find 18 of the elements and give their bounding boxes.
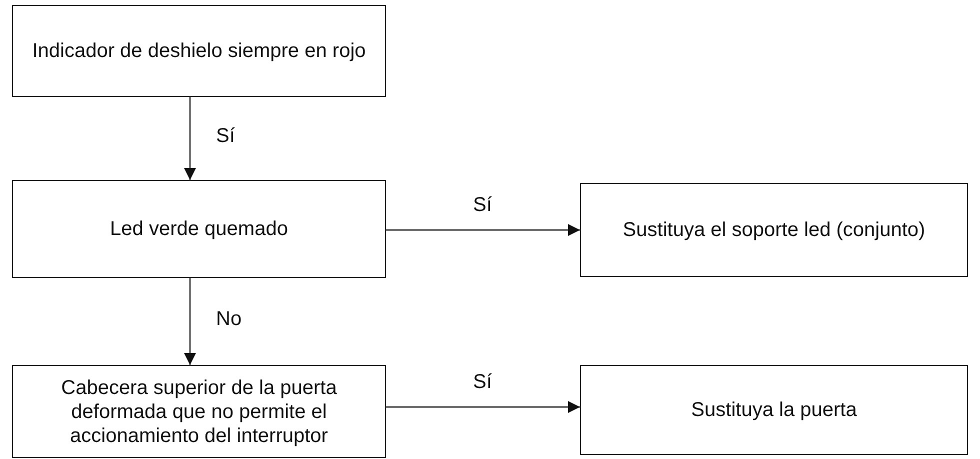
edge-label: No [216,308,242,330]
process-box [580,365,968,455]
box-text: Cabecera superior de la puerta deformada que no permite el accionamiento del interruptor [60,376,338,448]
edge-label: Sí [473,194,492,217]
arrow [184,97,196,180]
box-text: Led verde quemado [110,217,288,241]
process-box [580,183,968,277]
arrow [184,278,196,365]
arrow [386,401,580,413]
arrow [386,224,580,236]
process-box [12,5,386,97]
box-text: Sustituya el soporte led (conjunto) [622,218,926,242]
edge-label: Sí [473,371,492,394]
edge-label: Sí [216,124,235,148]
process-box [12,180,386,278]
box-text: Indicador de deshielo siempre en rojo [32,39,366,63]
box-text: Sustituya la puerta [691,398,857,422]
process-box [12,365,386,458]
